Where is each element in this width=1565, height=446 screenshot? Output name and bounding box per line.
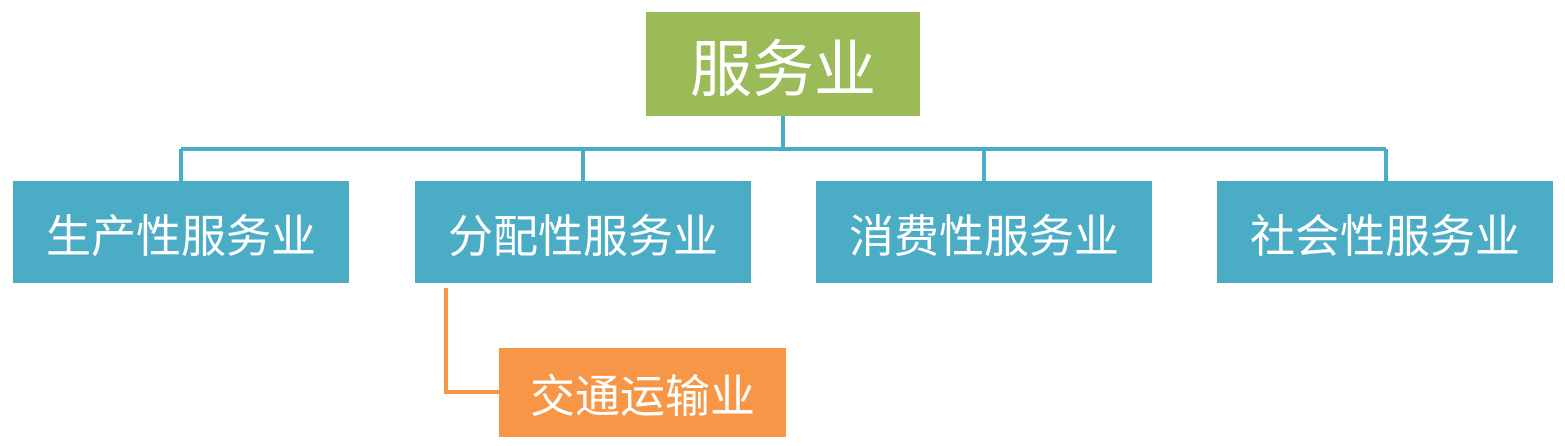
child-node-production: 生产性服务业 [13,181,349,283]
child-node-label: 生产性服务业 [45,209,316,263]
child-node-social: 社会性服务业 [1217,181,1553,283]
leaf-node-transport: 交通运输业 [499,348,786,437]
leaf-connector [444,288,499,394]
child-node-label: 消费性服务业 [848,209,1119,263]
root-node: 服务业 [646,12,920,116]
child-node-label: 分配性服务业 [447,209,718,263]
root-connector [179,116,1388,181]
leaf-node-label: 交通运输业 [529,370,755,423]
child-node-label: 社会性服务业 [1249,209,1520,263]
child-node-distribution: 分配性服务业 [415,181,751,283]
root-node-label: 服务业 [689,33,876,106]
child-node-consumer: 消费性服务业 [816,181,1152,283]
